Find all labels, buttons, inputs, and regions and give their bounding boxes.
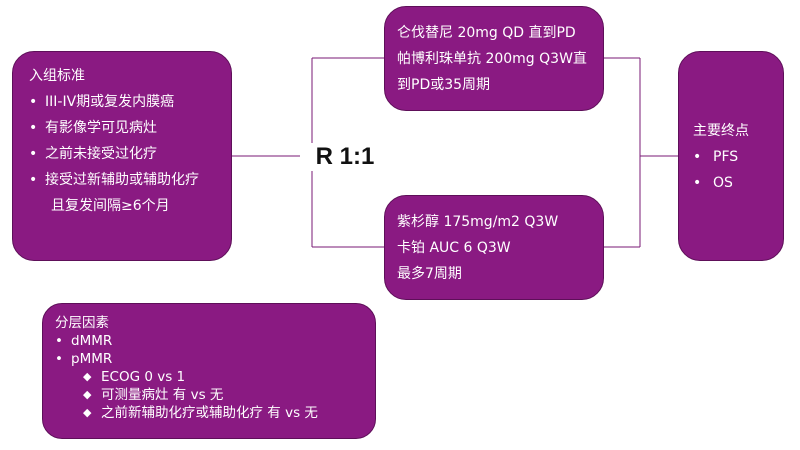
arm-top-line: 帕博利珠单抗 200mg Q3W直到PD或35周期 — [397, 51, 587, 93]
arm-bottom-line: 卡铂 AUC 6 Q3W — [397, 240, 511, 256]
stratification-sub-item: ECOG 0 vs 1 — [83, 368, 375, 386]
primary-endpoints-box: 主要终点 PFS OS — [678, 51, 784, 261]
stratification-factors-box: 分层因素 dMMR pMMR ECOG 0 vs 1 可测量病灶 有 vs 无 … — [42, 303, 376, 439]
criteria-item: III-IV期或复发内膜癌 — [29, 89, 231, 115]
arm-top-line: 仑伐替尼 20mg QD 直到PD — [397, 25, 576, 41]
stratification-list: dMMR pMMR — [55, 332, 375, 368]
arm-bottom-line: 最多7周期 — [397, 266, 462, 282]
criteria-item: 之前未接受过化疗 — [29, 141, 231, 167]
primary-endpoints-title: 主要终点 — [693, 123, 749, 139]
stratification-title: 分层因素 — [55, 315, 109, 331]
inclusion-criteria-title: 入组标准 — [29, 68, 85, 84]
randomization-ratio: R 1:1 — [300, 143, 390, 171]
primary-endpoints-list: PFS OS — [693, 144, 783, 196]
endpoint-item: OS — [693, 170, 783, 196]
arm-bottom-line: 紫杉醇 175mg/m2 Q3W — [397, 214, 559, 230]
criteria-item: 有影像学可见病灶 — [29, 115, 231, 141]
endpoint-item: PFS — [693, 144, 783, 170]
treatment-arm-chemotherapy: 紫杉醇 175mg/m2 Q3W 卡铂 AUC 6 Q3W 最多7周期 — [384, 195, 604, 300]
inclusion-criteria-box: 入组标准 III-IV期或复发内膜癌 有影像学可见病灶 之前未接受过化疗 接受过… — [12, 51, 232, 261]
stratification-sub-list: ECOG 0 vs 1 可测量病灶 有 vs 无 之前新辅助化疗或辅助化疗 有 … — [83, 368, 375, 422]
criteria-item-continuation: 且复发间隔≥6个月 — [51, 198, 170, 214]
treatment-arm-lenvatinib-pembrolizumab: 仑伐替尼 20mg QD 直到PD 帕博利珠单抗 200mg Q3W直到PD或3… — [384, 6, 604, 111]
criteria-item: 接受过新辅助或辅助化疗 — [29, 167, 231, 193]
stratification-item: pMMR — [55, 350, 375, 368]
stratification-sub-item: 可测量病灶 有 vs 无 — [83, 386, 375, 404]
stratification-item: dMMR — [55, 332, 375, 350]
inclusion-criteria-list: III-IV期或复发内膜癌 有影像学可见病灶 之前未接受过化疗 接受过新辅助或辅… — [29, 89, 231, 193]
stratification-sub-item: 之前新辅助化疗或辅助化疗 有 vs 无 — [83, 404, 375, 422]
